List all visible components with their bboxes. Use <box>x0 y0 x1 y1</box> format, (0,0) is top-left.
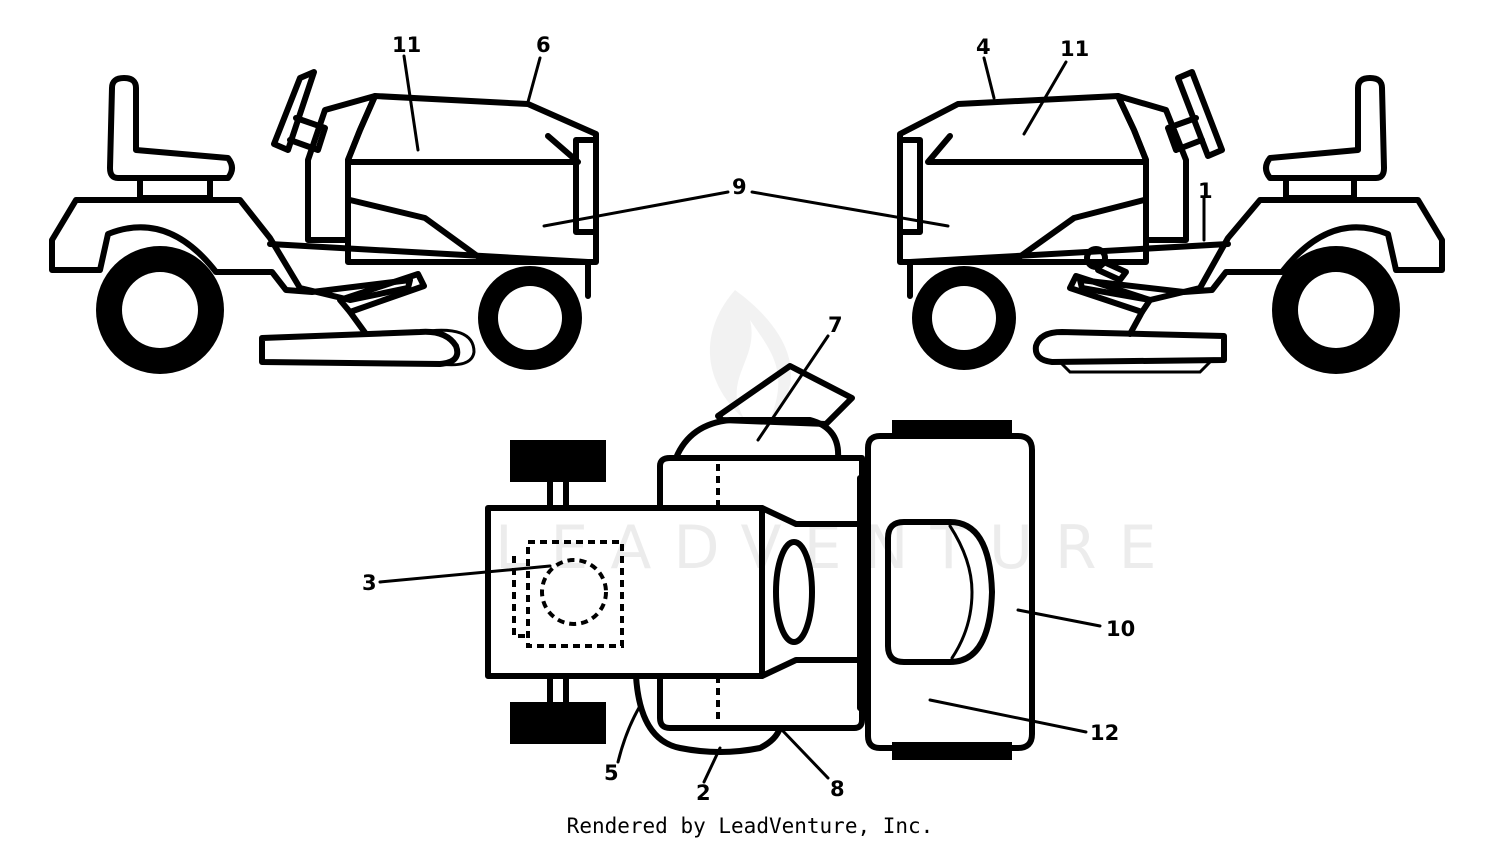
leader-9-right <box>750 190 950 228</box>
pedal-right <box>1067 273 1153 315</box>
steering-wheel-left <box>271 69 317 153</box>
front-hub-left <box>498 286 562 350</box>
callout-6: 6 <box>536 33 551 57</box>
callout-8: 8 <box>830 777 845 801</box>
callout-11-right: 11 <box>1060 37 1089 61</box>
callout-9: 9 <box>732 175 747 199</box>
callout-10: 10 <box>1106 617 1135 641</box>
callout-5: 5 <box>604 761 619 785</box>
callout-4: 4 <box>976 35 991 59</box>
hood-crease-right <box>925 133 1147 165</box>
pedal-left <box>337 271 427 315</box>
fuel-cap-top <box>540 558 608 626</box>
tractor-left-side-view <box>49 69 599 374</box>
mower-deck-left <box>259 328 461 367</box>
seat-right <box>1263 75 1387 181</box>
mid-body-top <box>657 455 865 731</box>
lever-knob-right <box>1095 259 1129 283</box>
callout-labels: 11 6 4 11 9 1 7 3 10 12 5 2 8 <box>362 33 1213 805</box>
front-tire-top-right <box>510 702 606 744</box>
hood-left <box>345 93 599 265</box>
hood-crease-left <box>347 133 581 165</box>
rear-fender-right <box>1077 197 1445 303</box>
grille-right <box>897 137 923 235</box>
grille-left <box>573 137 599 235</box>
steering-column-right <box>1165 115 1205 153</box>
seat-left <box>107 75 235 181</box>
steering-wheel-right <box>1175 69 1225 159</box>
callout-12: 12 <box>1090 721 1119 745</box>
front-tire-top-left <box>510 440 606 482</box>
leader-11-right <box>1022 60 1068 136</box>
leader-11-left <box>402 54 420 152</box>
deck-link-right <box>1127 309 1145 337</box>
leader-8 <box>780 728 830 780</box>
leader-2 <box>702 746 722 784</box>
cowl-top <box>759 505 863 679</box>
leader-10 <box>1016 608 1102 628</box>
hood-decal-offset-top <box>512 556 528 638</box>
hood-right <box>897 93 1149 265</box>
callout-3: 3 <box>362 571 377 595</box>
frame-right <box>907 241 1231 299</box>
seat-base-right <box>1283 177 1357 201</box>
rear-fender-top <box>865 433 1035 751</box>
tractor-top-view <box>485 363 1035 760</box>
frame-left <box>267 241 591 299</box>
side-panel-right <box>1015 197 1147 261</box>
seat-base-left <box>137 177 213 201</box>
leader-lines <box>378 54 1206 784</box>
rear-hub-left <box>122 272 198 348</box>
steering-column-left <box>287 115 328 153</box>
deck-link-left <box>347 309 369 337</box>
callout-7: 7 <box>828 313 843 337</box>
deck-skirt-right <box>1060 360 1212 374</box>
mower-deck-right <box>1032 329 1227 365</box>
seat-top <box>885 519 995 665</box>
front-axle-top-upper <box>547 479 569 511</box>
side-panel-left <box>347 197 483 261</box>
callout-11-left: 11 <box>392 33 421 57</box>
credit-text: Rendered by LeadVenture, Inc. <box>566 814 934 838</box>
watermark-flame-icon <box>709 290 792 420</box>
mower-deck-top <box>673 417 842 461</box>
seat-back-top <box>948 524 974 660</box>
leader-6 <box>526 56 542 104</box>
callout-2: 2 <box>696 781 711 805</box>
mower-deck-bottom <box>633 673 783 755</box>
leader-7 <box>756 334 830 442</box>
leader-5 <box>616 704 642 764</box>
leader-12 <box>928 698 1088 734</box>
front-axle-top-lower <box>547 673 569 705</box>
tractor-right-side-view <box>897 69 1445 374</box>
leader-9-left <box>542 190 730 228</box>
steering-wheel-top <box>773 539 815 645</box>
lever-ball-right <box>1084 246 1108 270</box>
rear-fender-left <box>49 197 413 303</box>
hood-decal-outline-top <box>526 540 624 648</box>
deck-chute-left <box>418 328 476 367</box>
front-hub-right <box>932 286 996 350</box>
callout-1: 1 <box>1198 179 1213 203</box>
rear-hub-right <box>1298 272 1374 348</box>
leader-3 <box>378 564 552 584</box>
leader-4 <box>982 56 996 100</box>
